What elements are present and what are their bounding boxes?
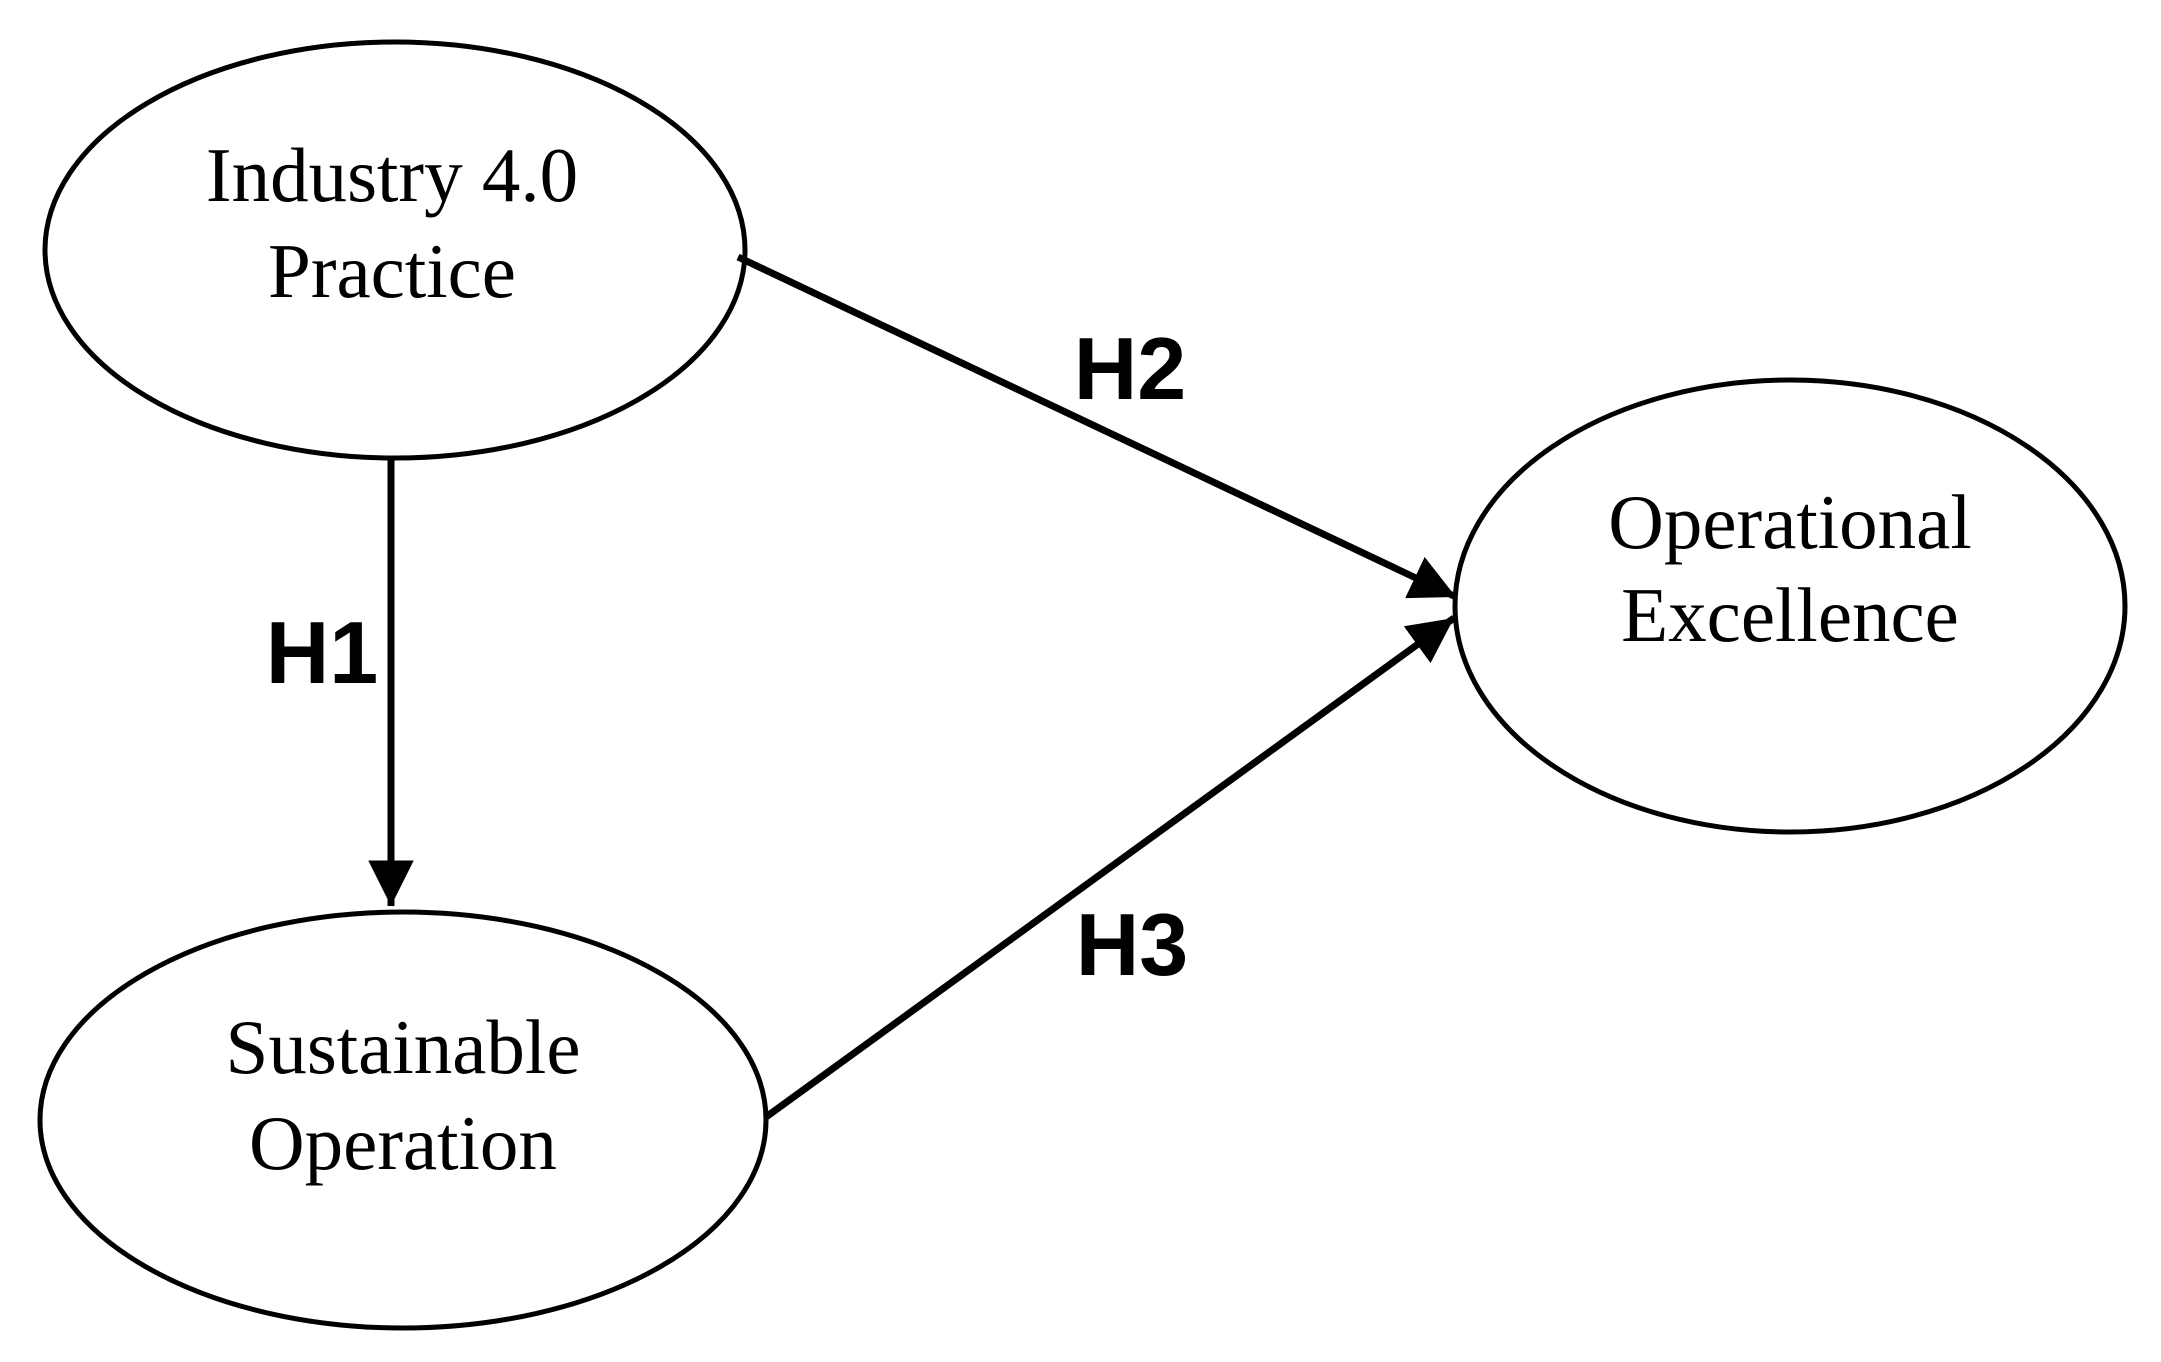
node-sustainable-operation-label-line1: Sustainable — [226, 1004, 581, 1090]
arrow-h3 — [763, 615, 1457, 1120]
node-operational-excellence-label-line2: Excellence — [1621, 572, 1959, 658]
edge-label-h1: H1 — [266, 603, 379, 702]
arrow-h2 — [736, 253, 1458, 601]
node-sustainable-operation-label-line2: Operation — [249, 1100, 557, 1186]
node-industry-4-0-practice-label-line1: Industry 4.0 — [206, 132, 578, 218]
node-operational-excellence — [1452, 377, 2128, 835]
node-sustainable-operation — [37, 909, 769, 1331]
edge-label-h2: H2 — [1074, 319, 1187, 418]
edge-label-h3: H3 — [1076, 895, 1189, 994]
node-industry-4-0-practice — [42, 39, 748, 461]
node-industry-4-0-practice-label-line2: Practice — [268, 228, 516, 314]
node-operational-excellence-label-line1: Operational — [1608, 479, 1971, 565]
